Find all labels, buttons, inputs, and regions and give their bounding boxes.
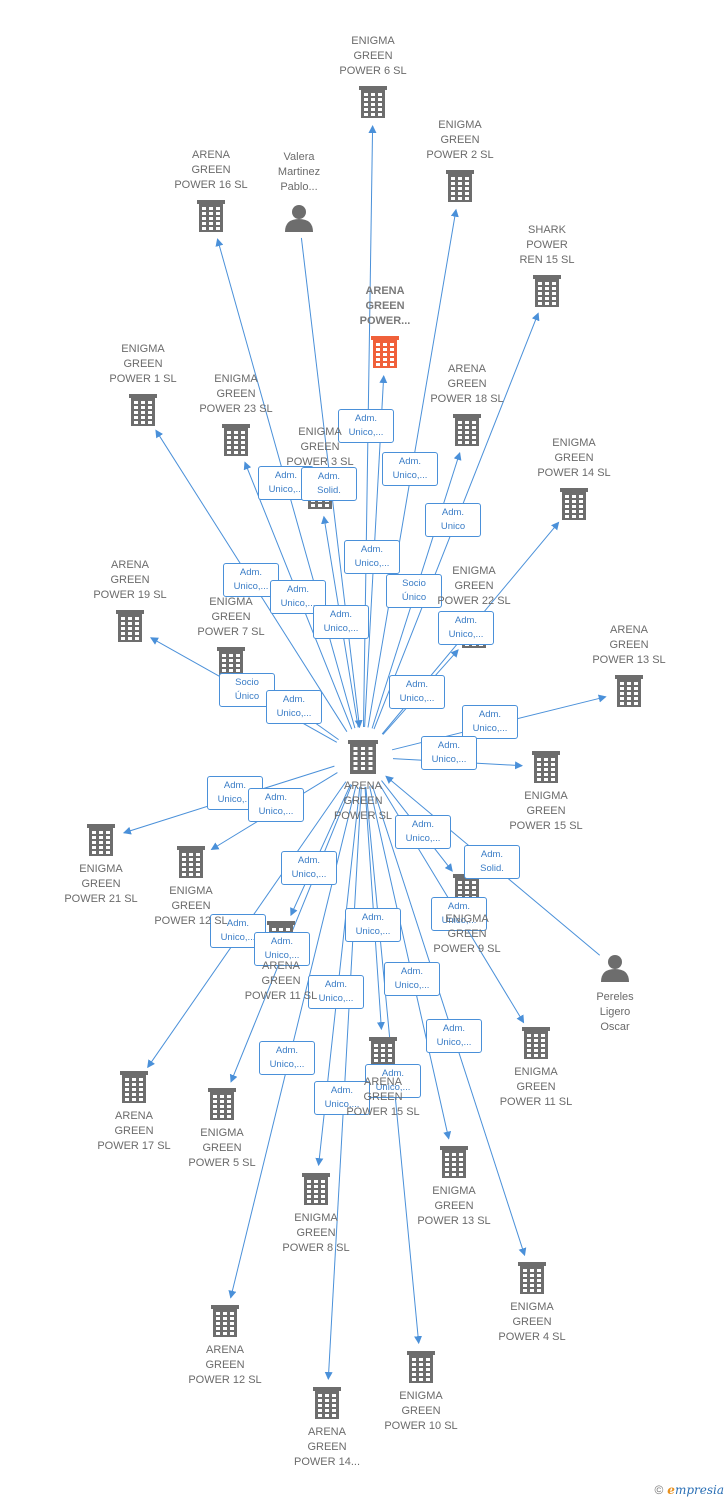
edge-label-eg23[interactable]: Adm. Unico,...: [270, 580, 326, 614]
edge-label-eg2[interactable]: Adm. Unico,...: [382, 452, 438, 486]
building-icon[interactable]: [313, 1387, 341, 1419]
edge-label-eg5[interactable]: Adm. Unico,...: [254, 932, 310, 966]
edge-label-valera[interactable]: Adm. Solid.: [301, 467, 357, 501]
node-label-ag11[interactable]: ARENA GREEN POWER 11 SL: [244, 960, 318, 1002]
building-icon[interactable]: [518, 1262, 546, 1294]
building-icon[interactable]: [208, 1088, 236, 1120]
node-label-valera[interactable]: Valera Martinez Pablo...: [277, 151, 321, 193]
edge-label-eg1[interactable]: Adm. Unico,...: [223, 563, 279, 597]
edge-label-ag19[interactable]: Socio Único: [219, 673, 275, 707]
node-label-eg21[interactable]: ENIGMA GREEN POWER 21 SL: [64, 863, 138, 905]
building-icon[interactable]: [359, 86, 387, 118]
edge-label-ag13[interactable]: Adm. Unico,...: [462, 705, 518, 739]
node-label-eg1[interactable]: ENIGMA GREEN POWER 1 SL: [109, 343, 177, 385]
building-icon[interactable]: [222, 424, 250, 456]
edge-label-eg6[interactable]: Adm. Unico,...: [338, 409, 394, 443]
building-icon[interactable]: [129, 394, 157, 426]
building-icon[interactable]: [120, 1071, 148, 1103]
edge-label-eg13[interactable]: Adm. Unico,...: [384, 962, 440, 996]
node-label-eg4[interactable]: ENIGMA GREEN POWER 4 SL: [498, 1301, 566, 1343]
node-label-eg9[interactable]: ENIGMA GREEN POWER 9 SL: [433, 913, 501, 955]
building-icon[interactable]: [522, 1027, 550, 1059]
node-label-eg8[interactable]: ENIGMA GREEN POWER 8 SL: [282, 1212, 350, 1254]
copyright-symbol: ©: [654, 1483, 664, 1497]
building-icon[interactable]: [453, 414, 481, 446]
node-label-ag14[interactable]: ARENA GREEN POWER 14...: [293, 1426, 361, 1468]
edge-center-ag11: [290, 784, 352, 917]
building-icon[interactable]: [177, 846, 205, 878]
node-label-ag17[interactable]: ARENA GREEN POWER 17 SL: [97, 1110, 171, 1152]
edge-label-eg15[interactable]: Adm. Unico,...: [421, 736, 477, 770]
node-label-eg3[interactable]: ENIGMA GREEN POWER 3 SL: [286, 426, 354, 468]
building-icon[interactable]: [211, 1305, 239, 1337]
edge-label-eg12[interactable]: Adm. Unico,...: [248, 788, 304, 822]
building-icon[interactable]: [116, 610, 144, 642]
node-label-eg14[interactable]: ENIGMA GREEN POWER 14 SL: [537, 437, 611, 479]
node-label-eg10[interactable]: ENIGMA GREEN POWER 10 SL: [384, 1390, 458, 1432]
node-label-ag15[interactable]: ARENA GREEN POWER 15 SL: [346, 1076, 420, 1118]
edge-label-ag12[interactable]: Adm. Unico,...: [259, 1041, 315, 1075]
edge-label-eg3[interactable]: Adm. Unico,...: [313, 605, 369, 639]
edge-label-focus[interactable]: Socio Único: [386, 574, 442, 608]
node-label-ag12[interactable]: ARENA GREEN POWER 12 SL: [188, 1344, 262, 1386]
empresia-logo[interactable]: empresia: [667, 1483, 724, 1497]
node-label-pereles[interactable]: Pereles Ligero Oscar: [596, 991, 634, 1033]
building-icon[interactable]: [615, 675, 643, 707]
building-icon[interactable]: [532, 751, 560, 783]
node-label-eg13[interactable]: ENIGMA GREEN POWER 13 SL: [417, 1185, 491, 1227]
edge-label-ag14[interactable]: Adm. Unico,...: [314, 1081, 370, 1115]
edge-label-ag11[interactable]: Adm. Unico,...: [281, 851, 337, 885]
building-icon[interactable]: [533, 275, 561, 307]
node-label-eg15[interactable]: ENIGMA GREEN POWER 15 SL: [509, 790, 583, 832]
edge-label-eg11[interactable]: Adm. Unico,...: [431, 897, 487, 931]
node-label-focus[interactable]: ARENA GREEN POWER...: [359, 285, 411, 327]
node-label-ag18[interactable]: ARENA GREEN POWER 18 SL: [430, 363, 504, 405]
node-label-eg11[interactable]: ENIGMA GREEN POWER 11 SL: [499, 1066, 573, 1108]
building-icon[interactable]: [87, 824, 115, 856]
building-icon[interactable]: [440, 1146, 468, 1178]
node-label-eg2[interactable]: ENIGMA GREEN POWER 2 SL: [426, 119, 494, 161]
building-icon[interactable]: [371, 336, 399, 368]
node-label-ag19[interactable]: ARENA GREEN POWER 19 SL: [93, 559, 167, 601]
edge-label-eg9[interactable]: Adm. Unico,...: [395, 815, 451, 849]
node-label-eg6[interactable]: ENIGMA GREEN POWER 6 SL: [339, 35, 407, 77]
building-icon[interactable]: [407, 1351, 435, 1383]
node-label-center[interactable]: ARENA GREEN POWER SL: [333, 780, 393, 822]
node-label-shark[interactable]: SHARK POWER REN 15 SL: [519, 224, 575, 266]
node-label-eg23[interactable]: ENIGMA GREEN POWER 23 SL: [199, 373, 273, 415]
building-icon[interactable]: [302, 1173, 330, 1205]
node-label-ag13[interactable]: ARENA GREEN POWER 13 SL: [592, 624, 666, 666]
node-label-eg12[interactable]: ENIGMA GREEN POWER 12 SL: [154, 885, 228, 927]
edge-label-ag15[interactable]: Adm. Unico,...: [345, 908, 401, 942]
node-label-eg22[interactable]: ENIGMA GREEN POWER 22 SL: [437, 565, 511, 607]
node-label-eg5[interactable]: ENIGMA GREEN POWER 5 SL: [188, 1127, 256, 1169]
person-icon[interactable]: [285, 205, 313, 232]
edge-label-eg4[interactable]: Adm. Unico,...: [426, 1019, 482, 1053]
building-icon[interactable]: [348, 740, 378, 774]
edge-label-eg10[interactable]: Adm. Unico,...: [365, 1064, 421, 1098]
node-label-ag16[interactable]: ARENA GREEN POWER 16 SL: [174, 149, 248, 191]
footer-brand: ©empresia: [654, 1483, 724, 1497]
edge-label-eg7[interactable]: Adm. Unico,...: [266, 690, 322, 724]
edge-label-shark[interactable]: Adm. Unico: [425, 503, 481, 537]
edge-label-eg22[interactable]: Adm. Unico,...: [389, 675, 445, 709]
node-label-eg7[interactable]: ENIGMA GREEN POWER 7 SL: [197, 596, 265, 638]
edge-label-pereles[interactable]: Adm. Solid.: [464, 845, 520, 879]
edge-label-eg8[interactable]: Adm. Unico,...: [308, 975, 364, 1009]
building-icon[interactable]: [560, 488, 588, 520]
edge-label-ag18[interactable]: Adm. Unico,...: [344, 540, 400, 574]
person-icon[interactable]: [601, 955, 629, 982]
edge-label-eg14[interactable]: Adm. Unico,...: [438, 611, 494, 645]
building-icon[interactable]: [446, 170, 474, 202]
building-icon[interactable]: [197, 200, 225, 232]
